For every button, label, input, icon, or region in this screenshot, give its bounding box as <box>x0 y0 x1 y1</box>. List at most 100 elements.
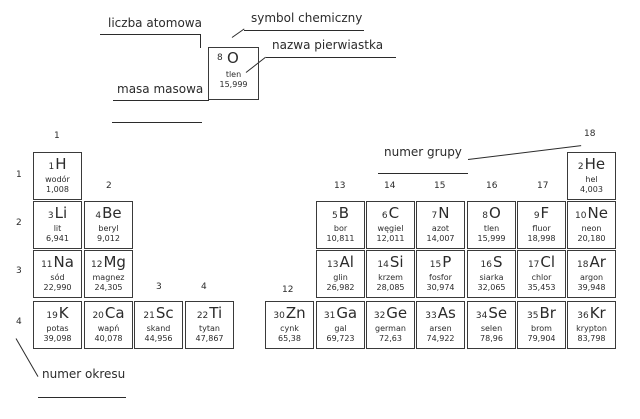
atomic-mass: 22,990 <box>43 283 72 292</box>
atomic-mass: 9,012 <box>97 234 120 243</box>
atomic-number: 9 <box>533 211 540 221</box>
element-symbol: Na <box>53 253 74 271</box>
element-symbol: P <box>442 253 452 271</box>
atomic-mass: 65,38 <box>278 334 301 343</box>
element-name: wodór <box>45 175 70 184</box>
atomic-number: 13 <box>327 260 339 270</box>
element-name: fluor <box>532 224 551 233</box>
period-number-3: 3 <box>16 266 22 276</box>
atomic-mass: 74,922 <box>426 334 455 343</box>
element-symbol: O <box>488 204 501 222</box>
group-number-13: 13 <box>334 181 346 191</box>
atomic-mass: 6,941 <box>46 234 69 243</box>
atomic-mass: 78,96 <box>480 334 503 343</box>
atomic-number: 20 <box>92 311 104 321</box>
element-symbol: Sc <box>155 304 174 322</box>
group-caption: numer grupy <box>384 145 462 159</box>
atomic-mass: 83,798 <box>577 334 606 343</box>
group-number-3: 3 <box>156 282 162 292</box>
element-symbol: As <box>437 304 456 322</box>
legend-mass: 15,999 <box>219 80 248 89</box>
atomic-mass: 28,085 <box>376 283 405 292</box>
name-leader-line <box>266 57 396 58</box>
element-symbol: C <box>388 204 400 222</box>
element-symbol: Kr <box>589 304 606 322</box>
atomic-mass: 72,63 <box>379 334 402 343</box>
atomic-number-leader-drop <box>200 34 201 48</box>
atomic-number-label: liczba atomowa <box>108 16 202 30</box>
legend-atomic-number: 8 <box>217 53 223 63</box>
element-symbol: Ne <box>587 204 608 222</box>
element-name: potas <box>46 324 69 333</box>
element-symbol: Ge <box>386 304 408 322</box>
atomic-mass: 26,982 <box>326 283 355 292</box>
symbol-label: symbol chemiczny <box>251 11 363 25</box>
atomic-number: 15 <box>429 260 442 270</box>
atomic-number: 8 <box>482 211 488 221</box>
element-name: tlen <box>483 224 500 233</box>
atomic-mass: 35,453 <box>527 283 556 292</box>
atomic-mass: 18,998 <box>527 234 556 243</box>
element-name: selen <box>480 324 503 333</box>
element-name: lit <box>53 224 62 233</box>
atomic-number: 34 <box>475 311 488 321</box>
atomic-number: 30 <box>273 311 285 321</box>
element-name: brom <box>531 324 552 333</box>
atomic-number: 7 <box>431 211 438 221</box>
atomic-number: 21 <box>143 311 155 321</box>
element-symbol: Li <box>54 204 68 222</box>
element-symbol: H <box>55 155 67 173</box>
element-name: cynk <box>280 324 299 333</box>
atomic-number: 3 <box>47 211 54 221</box>
period-number-1: 1 <box>16 170 22 180</box>
atomic-mass: 1,008 <box>46 185 69 194</box>
group-number-18: 18 <box>584 129 596 139</box>
element-symbol: S <box>492 253 503 271</box>
group-number-2: 2 <box>106 181 112 191</box>
element-name: argon <box>579 273 604 282</box>
element-symbol: Br <box>539 304 556 322</box>
atomic-number: 12 <box>91 260 103 270</box>
element-name: fosfor <box>429 273 452 282</box>
atomic-mass: 15,999 <box>477 234 506 243</box>
atomic-mass: 44,956 <box>144 334 173 343</box>
element-name: bor <box>333 224 348 233</box>
period-number-4: 4 <box>16 317 22 327</box>
group-number-14: 14 <box>384 181 396 191</box>
symbol-leader-line <box>244 30 364 31</box>
element-symbol: Mg <box>103 253 126 271</box>
atomic-number: 18 <box>577 260 589 270</box>
element-symbol: Ar <box>589 253 606 271</box>
atomic-mass: 69,723 <box>326 334 355 343</box>
element-name: gal <box>334 324 347 333</box>
atomic-mass: 24,305 <box>94 283 123 292</box>
element-symbol: Be <box>102 204 122 222</box>
element-name: krypton <box>576 324 607 333</box>
atomic-number: 19 <box>46 311 58 321</box>
element-symbol: K <box>58 304 69 322</box>
element-symbol: Se <box>488 304 508 322</box>
atomic-mass: 79,904 <box>527 334 556 343</box>
group-number-15: 15 <box>434 181 446 191</box>
atomic-number: 32 <box>373 311 386 321</box>
atomic-number: 1 <box>48 162 55 172</box>
element-symbol: N <box>438 204 450 222</box>
element-symbol: Zn <box>285 304 306 322</box>
element-symbol: Cl <box>540 253 556 271</box>
element-name: hel <box>585 175 598 184</box>
symbol-leader-slant <box>231 28 245 38</box>
atomic-mass: 14,007 <box>426 234 455 243</box>
group-number-16: 16 <box>486 181 498 191</box>
